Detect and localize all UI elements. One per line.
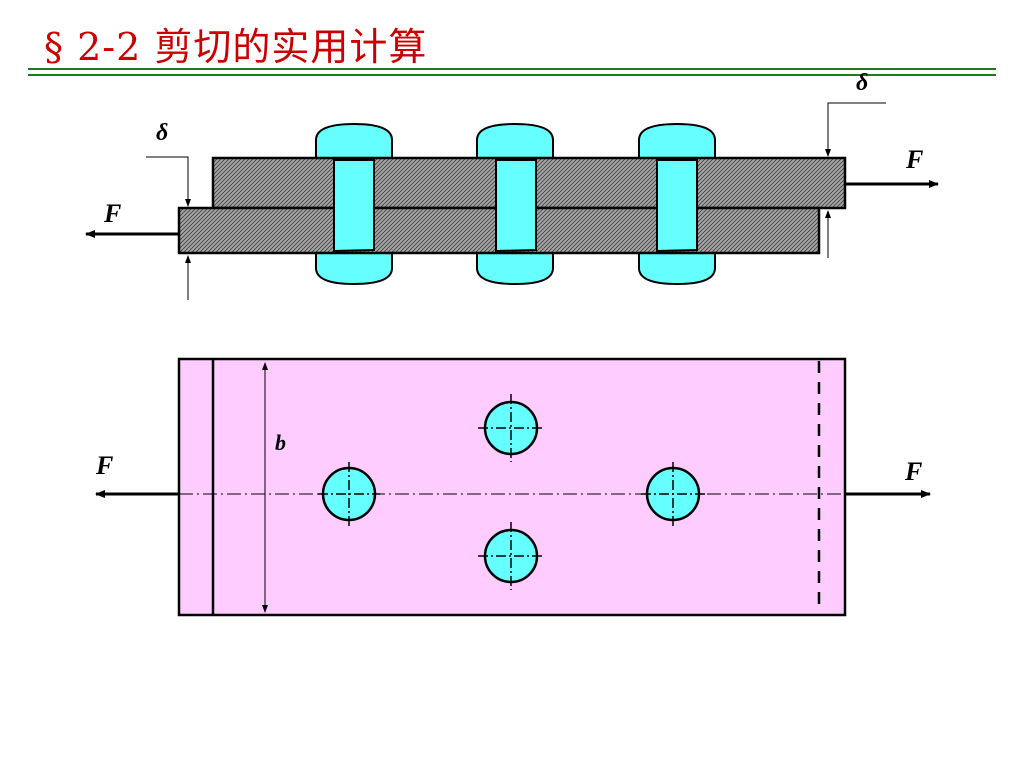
rivet-hole-1 — [318, 462, 380, 528]
rivet-icon — [638, 122, 716, 159]
rivet-heads — [315, 122, 716, 286]
title-rule — [28, 68, 996, 70]
force-arrow-right-side: F — [845, 145, 939, 188]
rivet-icon — [315, 251, 393, 286]
rivet-icon — [638, 251, 716, 286]
slide-title: § 2-2 剪切的实用计算 — [44, 25, 428, 69]
force-label: F — [904, 457, 922, 486]
rivet-shanks — [333, 159, 698, 253]
force-arrow-left-side: F — [85, 199, 179, 238]
rivet-icon — [476, 122, 554, 159]
thickness-dimension-right: δ — [825, 70, 886, 258]
rivet-icon — [315, 122, 393, 159]
title-rule-secondary — [28, 74, 996, 76]
rivet-hole-2 — [478, 394, 545, 462]
thickness-dimension-left: δ — [146, 120, 191, 300]
force-arrow-left-top: F — [95, 451, 179, 498]
force-label: F — [905, 145, 923, 174]
force-arrow-right-top: F — [845, 457, 931, 498]
side-view: δ δ F F — [85, 70, 939, 300]
delta-label-right: δ — [856, 70, 868, 96]
width-label: b — [275, 430, 286, 455]
force-label: F — [103, 199, 121, 228]
rivet-shank — [656, 159, 698, 253]
force-label: F — [95, 451, 113, 480]
width-dimension: b — [262, 362, 286, 613]
rivet-icon — [476, 251, 554, 286]
rivet-shank — [333, 159, 375, 253]
rivet-hole-3 — [478, 522, 545, 590]
top-view: b F F — [95, 357, 931, 617]
delta-label-left: δ — [156, 120, 168, 146]
rivet-shank — [495, 159, 537, 253]
rivet-hole-4 — [641, 462, 705, 528]
